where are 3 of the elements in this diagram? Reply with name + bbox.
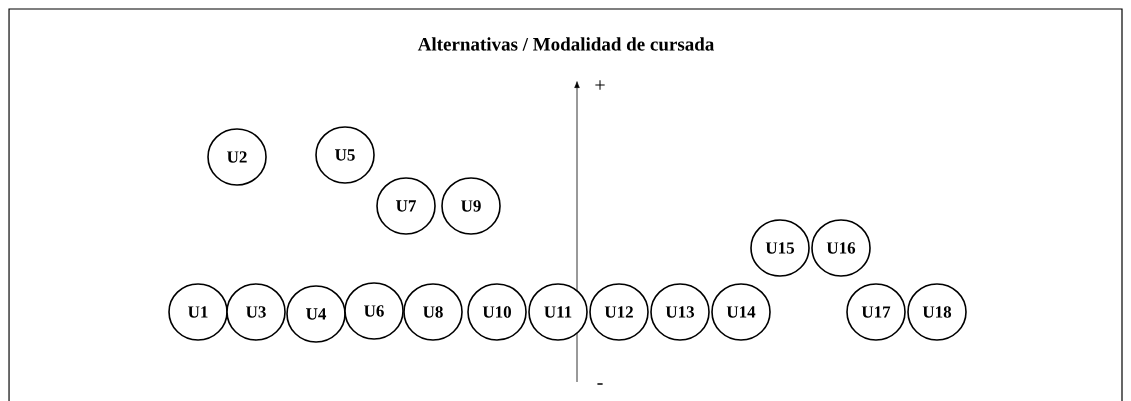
title: Alternativas / Modalidad de cursada — [417, 37, 714, 51]
axis-label: - — [597, 383, 603, 385]
axis-label: + — [595, 80, 605, 90]
